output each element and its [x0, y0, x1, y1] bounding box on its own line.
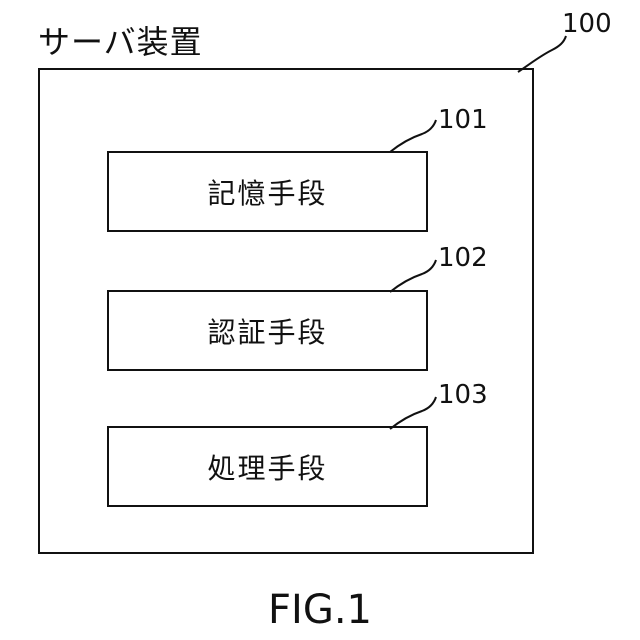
server-device-leader [518, 36, 566, 72]
storage-means-leader [390, 120, 436, 152]
processing-means-leader [390, 397, 436, 429]
figure-caption: FIG.1 [0, 588, 640, 632]
authentication-means-leader [390, 260, 436, 292]
